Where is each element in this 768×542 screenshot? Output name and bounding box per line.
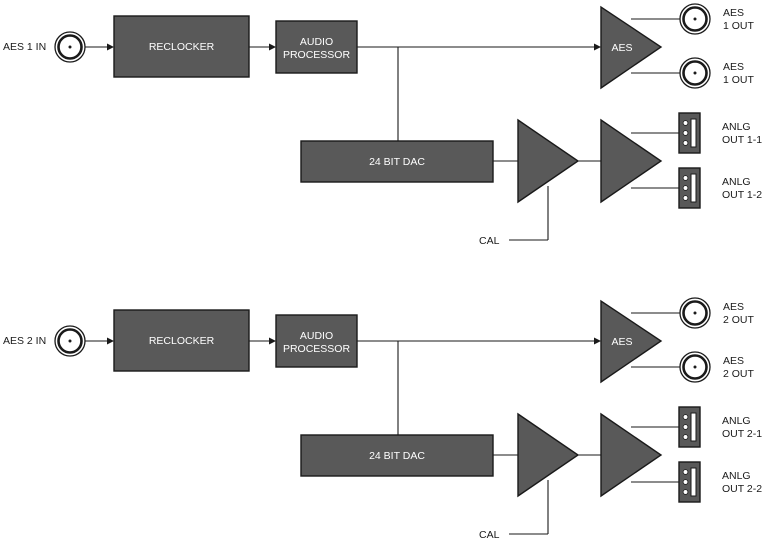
processor-label-line1: AUDIO <box>300 330 333 342</box>
reclocker-label: RECLOCKER <box>149 41 215 53</box>
arrow-icon <box>107 337 114 345</box>
aes-amp-label: AES <box>611 336 632 348</box>
dac-label: 24 BIT DAC <box>369 156 425 168</box>
aes-output-label-line1: AES <box>723 355 744 367</box>
analog-amplifier-triangle <box>600 412 663 498</box>
arrow-icon <box>594 43 601 51</box>
cal-label: CAL <box>479 529 500 541</box>
input-label: AES 1 IN <box>3 41 46 53</box>
audio-processor-block <box>275 314 358 368</box>
terminal-block-connector-icon <box>678 112 701 154</box>
cal-label: CAL <box>479 235 500 247</box>
analog-output-label-line2: OUT 2-1 <box>722 428 762 440</box>
terminal-block-connector-icon <box>678 406 701 448</box>
analog-output-label-line1: ANLG <box>722 121 751 133</box>
aes-amplifier-triangle <box>600 299 663 384</box>
arrow-icon <box>107 43 114 51</box>
aes-amp-label: AES <box>611 42 632 54</box>
processor-label-line1: AUDIO <box>300 36 333 48</box>
analog-output-label-line2: OUT 1-1 <box>722 134 762 146</box>
aes-output-label-line2: 2 OUT <box>723 314 755 326</box>
analog-output-label-line1: ANLG <box>722 176 751 188</box>
arrow-icon <box>594 337 601 345</box>
arrow-icon <box>269 43 276 51</box>
aes-output-label-line2: 1 OUT <box>723 20 755 32</box>
terminal-block-connector-icon <box>678 461 701 503</box>
reclocker-block <box>113 309 250 372</box>
arrow-icon <box>269 337 276 345</box>
cal-amplifier-triangle <box>517 118 580 204</box>
processor-label-line2: PROCESSOR <box>283 49 351 61</box>
reclocker-label: RECLOCKER <box>149 335 215 347</box>
bnc-output-connector-icon <box>679 297 711 329</box>
analog-output-label-line1: ANLG <box>722 415 751 427</box>
reclocker-block <box>113 15 250 78</box>
processor-label-line2: PROCESSOR <box>283 343 351 355</box>
bnc-input-connector-icon <box>54 31 86 63</box>
bnc-input-connector-icon <box>54 325 86 357</box>
bnc-output-connector-icon <box>679 3 711 35</box>
analog-output-label-line2: OUT 1-2 <box>722 189 762 201</box>
cal-amplifier-triangle <box>517 412 580 498</box>
audio-processor-block <box>275 20 358 74</box>
analog-output-label-line1: ANLG <box>722 470 751 482</box>
dac-label: 24 BIT DAC <box>369 450 425 462</box>
analog-amplifier-triangle <box>600 118 663 204</box>
input-label: AES 2 IN <box>3 335 46 347</box>
aes-output-label-line2: 1 OUT <box>723 74 755 86</box>
aes-output-label-line1: AES <box>723 301 744 313</box>
aes-amplifier-triangle <box>600 5 663 90</box>
aes-output-label-line2: 2 OUT <box>723 368 755 380</box>
analog-output-label-line2: OUT 2-2 <box>722 483 762 495</box>
bnc-output-connector-icon <box>679 351 711 383</box>
dac-block <box>300 140 494 183</box>
bnc-output-connector-icon <box>679 57 711 89</box>
aes-output-label-line1: AES <box>723 61 744 73</box>
aes-output-label-line1: AES <box>723 7 744 19</box>
dac-block <box>300 434 494 477</box>
terminal-block-connector-icon <box>678 167 701 209</box>
